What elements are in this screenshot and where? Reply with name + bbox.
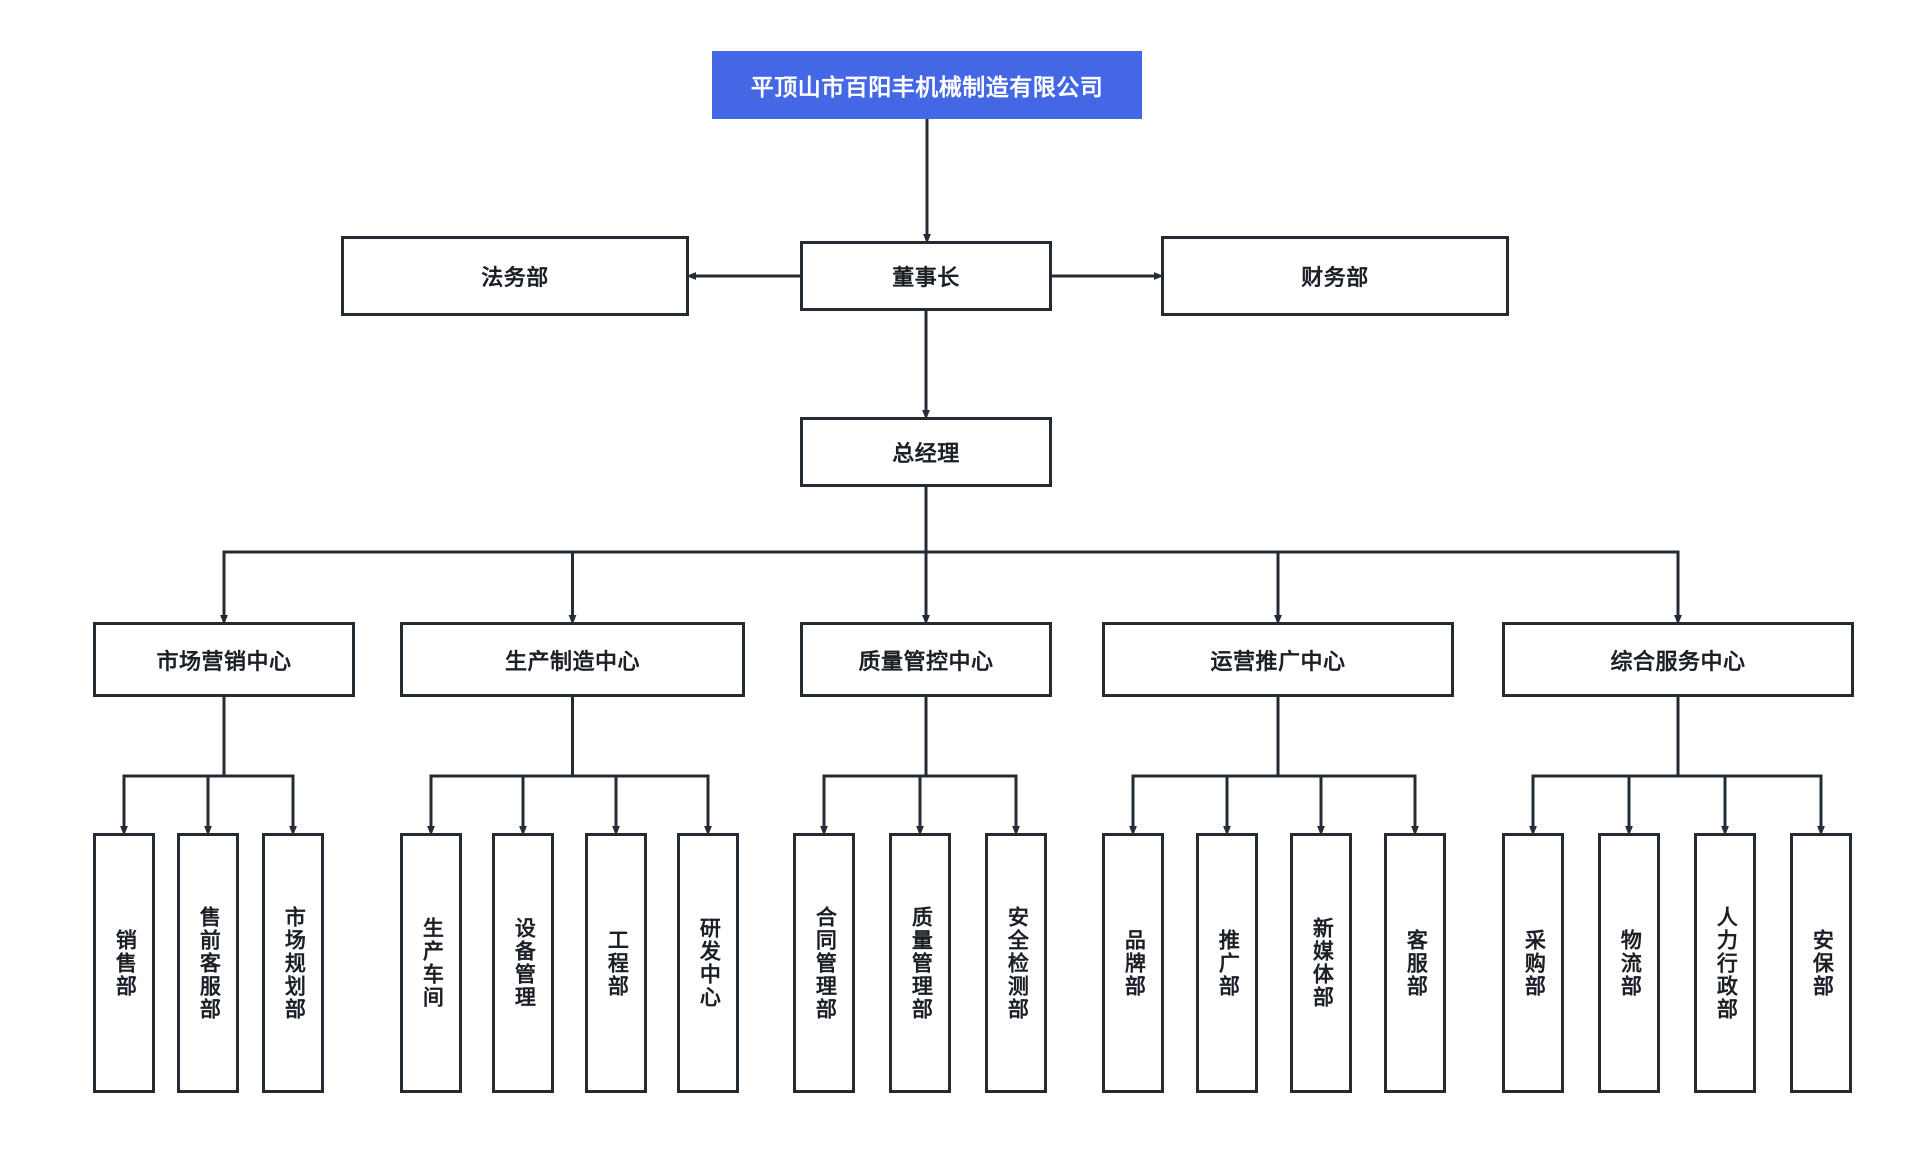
org-node-c2[interactable]: 生产制造中心 [400,622,745,697]
org-node-l13[interactable]: 新媒体部 [1290,833,1352,1093]
org-node-label: 人力行政部 [1714,905,1738,1021]
org-node-l5[interactable]: 设备管理 [492,833,554,1093]
org-node-label: 售前客服部 [197,905,221,1021]
org-node-c5[interactable]: 综合服务中心 [1502,622,1854,697]
org-node-l7[interactable]: 研发中心 [677,833,739,1093]
org-node-c4[interactable]: 运营推广中心 [1102,622,1454,697]
org-node-l10[interactable]: 安全检测部 [985,833,1047,1093]
org-node-l9[interactable]: 质量管理部 [889,833,951,1093]
org-node-l17[interactable]: 人力行政部 [1694,833,1756,1093]
org-node-label: 工程部 [605,928,629,998]
org-node-label: 采购部 [1522,928,1546,998]
org-node-label: 推广部 [1216,928,1240,998]
org-node-l15[interactable]: 采购部 [1502,833,1564,1093]
org-node-l14[interactable]: 客服部 [1384,833,1446,1093]
org-node-label: 设备管理 [512,917,536,1009]
org-node-l1[interactable]: 销售部 [93,833,155,1093]
org-node-label: 财务部 [1301,265,1369,290]
org-node-label: 品牌部 [1122,928,1146,998]
org-node-l18[interactable]: 安保部 [1790,833,1852,1093]
org-node-label: 总经理 [892,441,960,466]
org-node-label: 市场规划部 [282,905,306,1021]
org-node-label: 研发中心 [697,917,721,1009]
org-node-label: 运营推广中心 [1210,648,1346,674]
org-node-label: 生产制造中心 [504,648,640,674]
org-node-label: 合同管理部 [813,905,837,1021]
org-node-l6[interactable]: 工程部 [585,833,647,1093]
org-node-label: 董事长 [892,265,960,290]
org-node-l2[interactable]: 售前客服部 [177,833,239,1093]
org-node-label: 客服部 [1404,928,1428,998]
org-node-company[interactable]: 平顶山市百阳丰机械制造有限公司 [712,51,1142,119]
org-node-label: 市场营销中心 [156,648,292,674]
org-node-label: 安保部 [1810,928,1834,998]
org-node-label: 综合服务中心 [1610,648,1746,674]
org-node-label: 新媒体部 [1310,917,1334,1009]
org-node-label: 平顶山市百阳丰机械制造有限公司 [750,74,1104,100]
org-node-c3[interactable]: 质量管控中心 [800,622,1052,697]
org-node-c1[interactable]: 市场营销中心 [93,622,355,697]
org-node-label: 质量管理部 [909,905,933,1021]
org-node-label: 生产车间 [420,917,444,1009]
org-node-l16[interactable]: 物流部 [1598,833,1660,1093]
org-node-label: 销售部 [113,928,137,998]
org-node-l8[interactable]: 合同管理部 [793,833,855,1093]
org-node-chairman[interactable]: 董事长 [800,241,1052,311]
org-node-label: 质量管控中心 [858,648,994,674]
org-node-finance[interactable]: 财务部 [1161,236,1509,316]
org-node-l11[interactable]: 品牌部 [1102,833,1164,1093]
org-node-l12[interactable]: 推广部 [1196,833,1258,1093]
org-node-label: 安全检测部 [1005,905,1029,1021]
org-node-gm[interactable]: 总经理 [800,417,1052,487]
org-node-label: 法务部 [481,265,549,290]
org-node-label: 物流部 [1618,928,1642,998]
org-node-l4[interactable]: 生产车间 [400,833,462,1093]
org-node-l3[interactable]: 市场规划部 [262,833,324,1093]
org-node-legal[interactable]: 法务部 [341,236,689,316]
